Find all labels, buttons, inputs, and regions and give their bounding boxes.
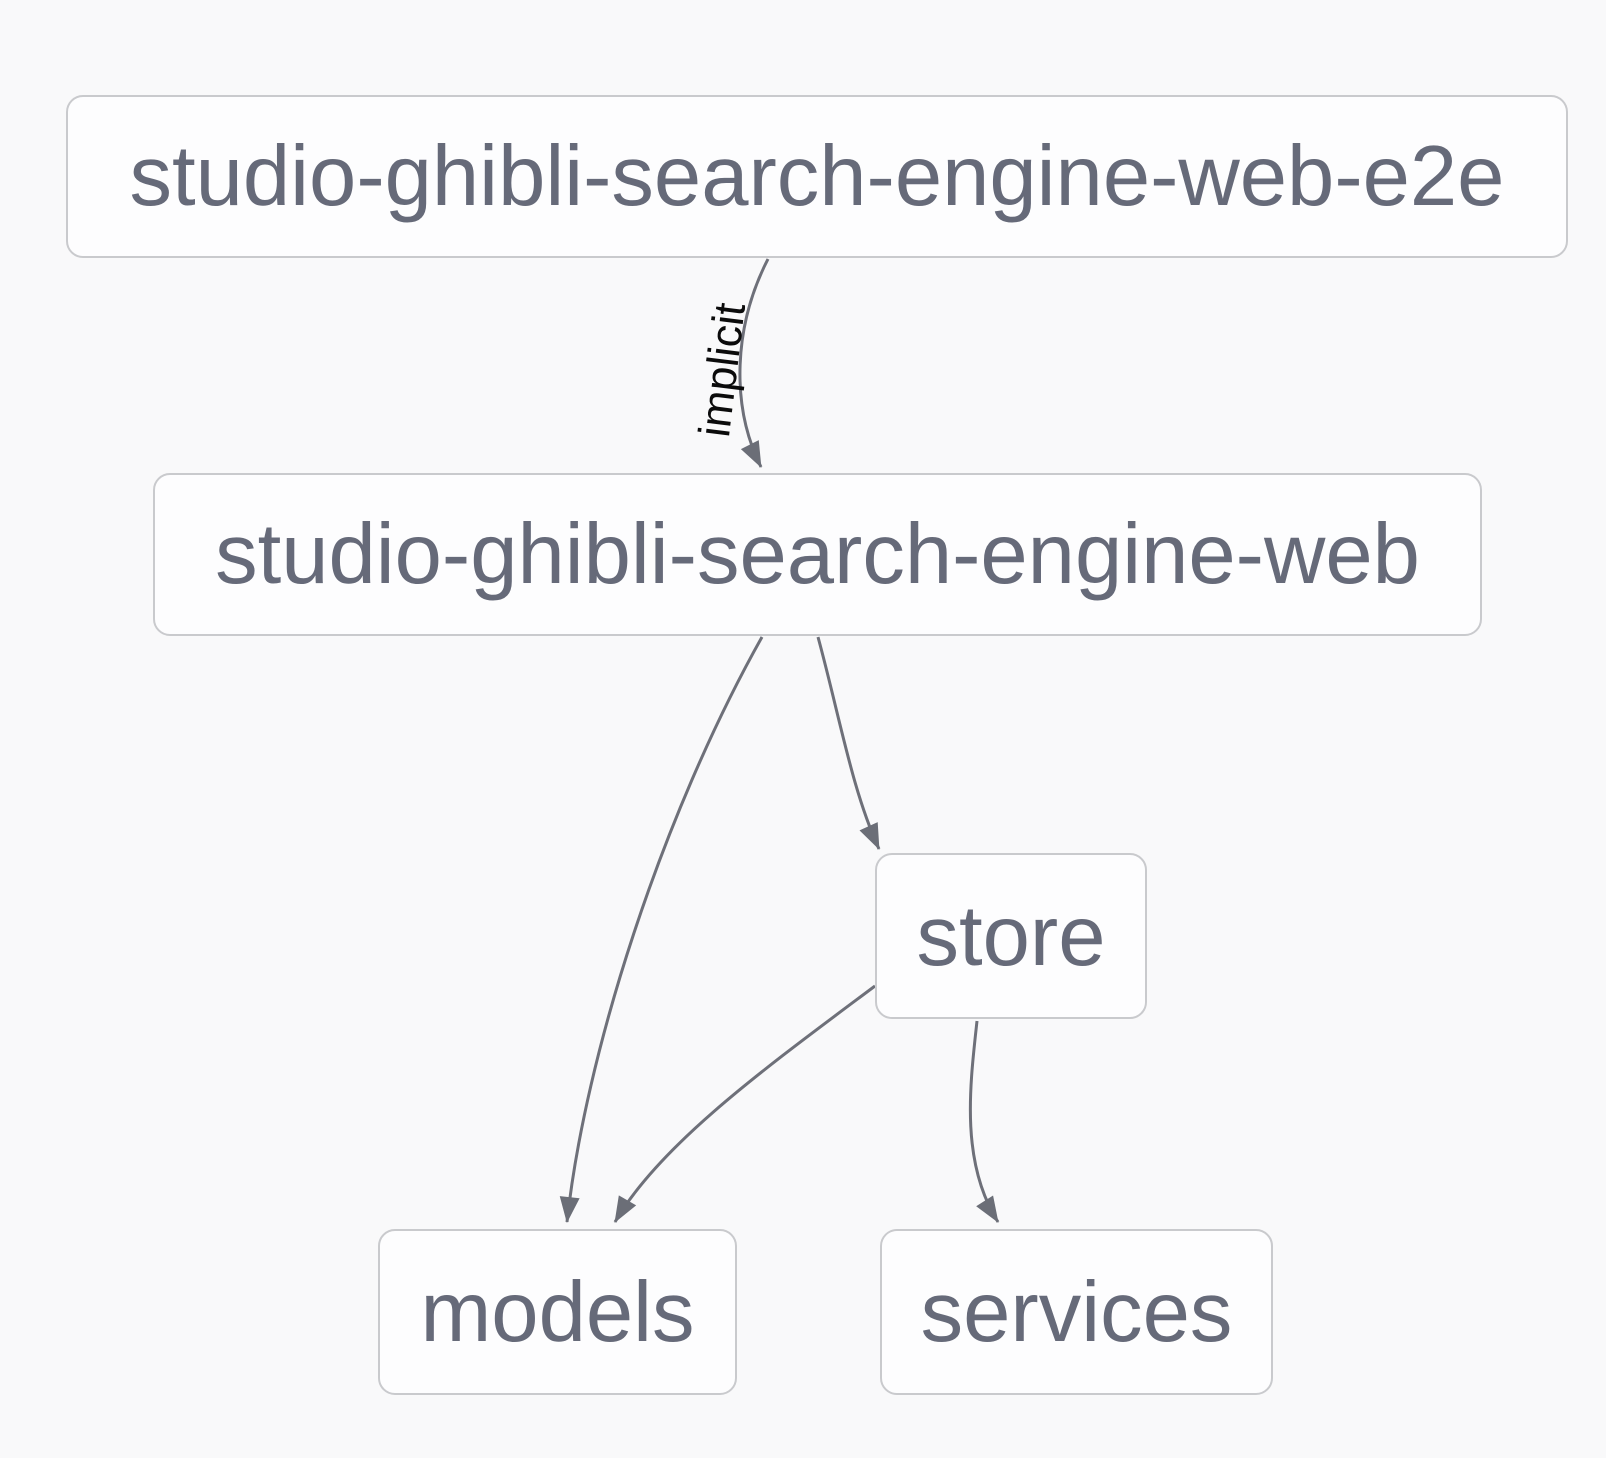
node-label: services <box>920 1264 1233 1360</box>
edge-e2e-to-web <box>738 258 770 468</box>
edge-store-to-models <box>613 984 876 1223</box>
edge-web-to-store <box>816 636 881 850</box>
node-studio-ghibli-search-engine-web[interactable]: studio-ghibli-search-engine-web <box>153 473 1482 636</box>
node-label: studio-ghibli-search-engine-web-e2e <box>129 129 1505 224</box>
node-models[interactable]: models <box>378 1229 737 1395</box>
node-label: models <box>420 1264 695 1360</box>
node-services[interactable]: services <box>880 1229 1273 1395</box>
node-studio-ghibli-search-engine-web-e2e[interactable]: studio-ghibli-search-engine-web-e2e <box>66 95 1568 258</box>
node-label: studio-ghibli-search-engine-web <box>215 507 1420 602</box>
edge-store-to-services <box>968 1020 1000 1223</box>
edge-web-to-models <box>559 636 764 1223</box>
node-store[interactable]: store <box>875 853 1147 1019</box>
node-label: store <box>916 888 1106 984</box>
